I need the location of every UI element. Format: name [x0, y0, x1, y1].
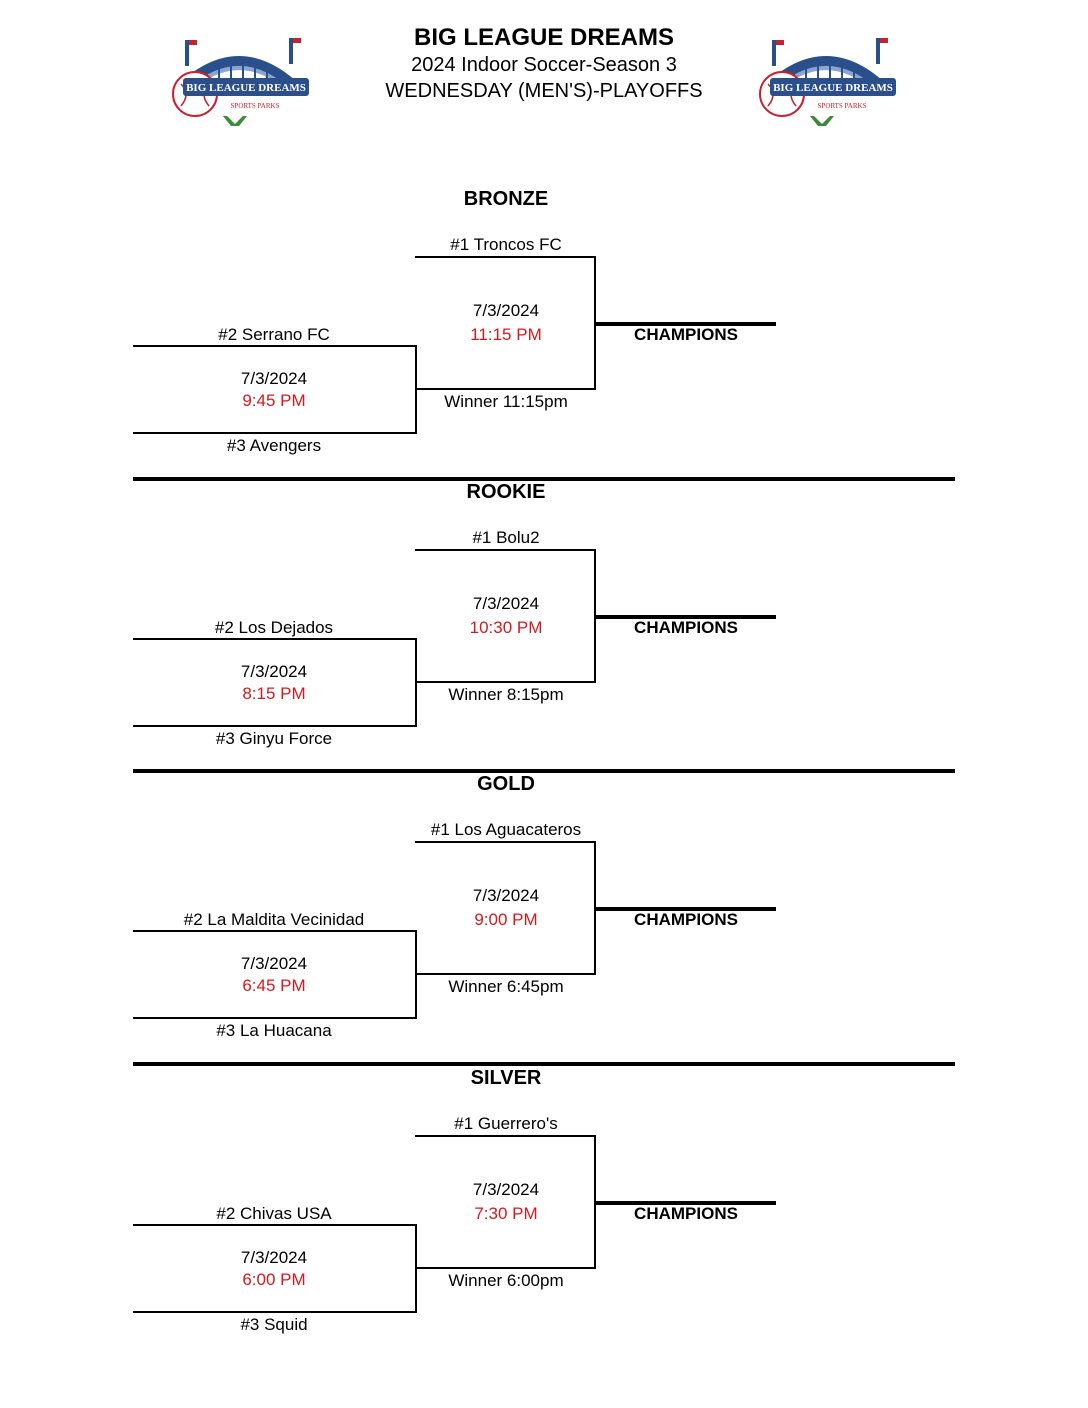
- bracket-line: [415, 841, 596, 843]
- bracket-line: [415, 549, 596, 551]
- final-date: 7/3/2024: [472, 301, 540, 320]
- season-subtitle: 2024 Indoor Soccer-Season 3: [411, 54, 677, 76]
- seed-2-team: #2 La Maldita Vecinidad: [183, 910, 365, 929]
- bracket-rookie: ROOKIE #1 Bolu2 7/3/2024 10:30 PM CHAMPI…: [0, 479, 1088, 769]
- bracket-silver: SILVER #1 Guerrero's 7/3/2024 7:30 PM CH…: [0, 1065, 1088, 1355]
- bracket-line: [133, 432, 417, 434]
- final-time: 7:30 PM: [474, 1204, 538, 1223]
- final-date: 7/3/2024: [472, 1180, 540, 1199]
- page-title: BIG LEAGUE DREAMS: [413, 24, 674, 51]
- semi-date: 7/3/2024: [240, 369, 308, 388]
- bracket-line: [133, 930, 417, 932]
- big-league-dreams-logo-left: BIG LEAGUE DREAMS SPORTS PARKS: [172, 38, 309, 126]
- semi-time: 6:45 PM: [242, 976, 306, 995]
- bracket-line: [415, 681, 596, 683]
- winner-label: Winner 11:15pm: [444, 392, 568, 411]
- bracket-line: [133, 1224, 417, 1226]
- section-divider: [133, 769, 955, 773]
- winner-label: Winner 6:00pm: [448, 1271, 564, 1290]
- bracket-bronze: BRONZE #1 Troncos FC 7/3/2024 11:15 PM C…: [0, 186, 1088, 476]
- champions-label: CHAMPIONS: [634, 1204, 738, 1223]
- final-time: 9:00 PM: [474, 910, 538, 929]
- winner-label: Winner 6:45pm: [448, 977, 564, 996]
- division-title: WEDNESDAY (MEN'S)-PLAYOFFS: [385, 80, 703, 102]
- seed-1-team: #1 Troncos FC: [450, 235, 562, 254]
- bracket-line: [133, 638, 417, 640]
- logo-subtext: SPORTS PARKS: [231, 102, 280, 110]
- seed-1-team: #1 Guerrero's: [454, 1114, 558, 1133]
- champions-label: CHAMPIONS: [634, 325, 738, 344]
- seed-2-team: #2 Serrano FC: [218, 325, 330, 344]
- seed-3-team: #3 La Huacana: [216, 1021, 332, 1040]
- logo-subtext: SPORTS PARKS: [818, 102, 867, 110]
- champions-label: CHAMPIONS: [634, 618, 738, 637]
- final-date: 7/3/2024: [472, 594, 540, 613]
- bracket-gold: GOLD #1 Los Aguacateros 7/3/2024 9:00 PM…: [0, 771, 1088, 1061]
- bracket-line: [133, 1311, 417, 1313]
- seed-1-team: #1 Bolu2: [472, 528, 540, 547]
- bracket-title: SILVER: [470, 1067, 542, 1089]
- bracket-line: [415, 388, 596, 390]
- bracket-line: [133, 1017, 417, 1019]
- final-date: 7/3/2024: [472, 886, 540, 905]
- champions-line: [594, 1201, 776, 1205]
- champions-line: [594, 615, 776, 619]
- seed-3-team: #3 Squid: [240, 1315, 308, 1334]
- winner-label: Winner 8:15pm: [448, 685, 564, 704]
- semi-time: 9:45 PM: [242, 391, 306, 410]
- seed-2-team: #2 Chivas USA: [216, 1204, 332, 1223]
- bracket-title: GOLD: [477, 773, 535, 795]
- logo-text: BIG LEAGUE DREAMS: [773, 82, 893, 94]
- semi-time: 8:15 PM: [242, 684, 306, 703]
- semi-time: 6:00 PM: [242, 1270, 306, 1289]
- logo-text: BIG LEAGUE DREAMS: [186, 82, 306, 94]
- champions-label: CHAMPIONS: [634, 910, 738, 929]
- bracket-line: [415, 973, 596, 975]
- seed-1-team: #1 Los Aguacateros: [430, 820, 582, 839]
- champions-line: [594, 322, 776, 326]
- bracket-title: ROOKIE: [466, 481, 546, 503]
- bracket-title: BRONZE: [463, 188, 549, 210]
- bracket-line: [415, 1135, 596, 1137]
- semi-date: 7/3/2024: [240, 954, 308, 973]
- final-time: 10:30 PM: [469, 618, 543, 637]
- bracket-line: [415, 256, 596, 258]
- semi-date: 7/3/2024: [240, 662, 308, 681]
- seed-3-team: #3 Ginyu Force: [215, 729, 333, 748]
- section-divider: [133, 1062, 955, 1066]
- semi-date: 7/3/2024: [240, 1248, 308, 1267]
- bracket-line: [415, 1267, 596, 1269]
- bracket-line: [133, 725, 417, 727]
- big-league-dreams-logo-right: BIG LEAGUE DREAMS SPORTS PARKS: [759, 38, 896, 126]
- bracket-line: [133, 345, 417, 347]
- champions-line: [594, 907, 776, 911]
- section-divider: [133, 477, 955, 481]
- final-time: 11:15 PM: [470, 325, 542, 344]
- seed-3-team: #3 Avengers: [226, 436, 322, 455]
- seed-2-team: #2 Los Dejados: [214, 618, 334, 637]
